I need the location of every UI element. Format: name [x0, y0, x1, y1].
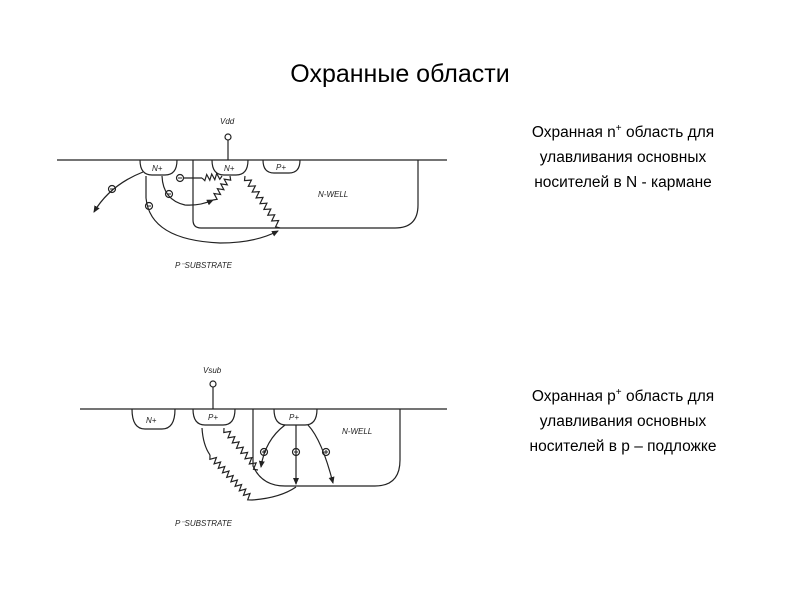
- electron-icon: [164, 189, 174, 199]
- region-label: N+: [146, 416, 157, 425]
- region-label: P+: [289, 413, 299, 422]
- caption-text: область для: [621, 388, 715, 405]
- substrate-label: P⁻SUBSTRATE: [175, 519, 233, 528]
- resistance-zigzag: [201, 171, 223, 182]
- p-guard-ring-diagram: Vsub N+ P+ P+ N-WELL P⁻SUBSTRATE: [80, 366, 447, 528]
- substrate-label: P⁻SUBSTRATE: [175, 261, 233, 270]
- caption-line: носителей в p – подложке: [529, 438, 717, 455]
- hole-icon: [291, 447, 301, 457]
- resistance-zigzag: [223, 427, 259, 471]
- caption-sup: +: [615, 123, 622, 134]
- well-label: N-WELL: [318, 190, 348, 199]
- resistance-zigzag: [212, 175, 232, 201]
- region-label: P+: [208, 413, 218, 422]
- caption-line: Охранная n+ область для: [488, 120, 758, 145]
- n-plus-region: [139, 159, 178, 176]
- caption-line: носителей в N - кармане: [534, 174, 712, 191]
- electron-icon: [107, 184, 117, 194]
- region-label: N+: [224, 164, 235, 173]
- carrier-path: [201, 427, 211, 456]
- carrier-path: [251, 486, 297, 501]
- well-label: N-WELL: [342, 427, 372, 436]
- n-well-boundary: [252, 409, 401, 487]
- hole-carriers: [259, 447, 331, 457]
- n-plus-guard-region: [211, 159, 249, 176]
- terminal-icon: [224, 133, 232, 141]
- caption-text: область для: [621, 124, 715, 141]
- region-label: N+: [152, 164, 163, 173]
- electron-icon: [175, 173, 185, 183]
- resistance-zigzag: [243, 175, 281, 229]
- hole-path: [258, 424, 286, 468]
- slide-title: Охранные области: [290, 60, 510, 88]
- caption-text: Охранная n: [531, 124, 616, 141]
- caption-p-guard-ring: Охранная p+ область для улавливания осно…: [488, 384, 758, 459]
- caption-n-guard-ring: Охранная n+ область для улавливания осно…: [488, 120, 758, 195]
- electron-icon: [144, 201, 154, 211]
- supply-label: Vdd: [220, 117, 235, 126]
- resistance-zigzag: [209, 454, 253, 501]
- n-well-boundary: [192, 160, 419, 229]
- hole-icon: [259, 447, 269, 457]
- caption-line: улавливания основных: [539, 413, 707, 430]
- caption-line: Охранная p+ область для: [488, 384, 758, 409]
- hole-path: [307, 424, 335, 484]
- caption-text: Охранная p: [531, 388, 616, 405]
- terminal-icon: [209, 380, 217, 388]
- n-plus-region: [131, 408, 176, 430]
- p-plus-guard-region: [192, 408, 236, 426]
- region-label: P+: [276, 163, 286, 172]
- hole-icon: [321, 447, 331, 457]
- collected-carrier-path: [145, 176, 279, 244]
- electron-carriers: [107, 173, 185, 211]
- n-guard-ring-diagram: Vdd N+ N+ P+ N-WELL P⁻SUBSTRATE: [57, 117, 447, 270]
- caption-line: улавливания основных: [539, 149, 707, 166]
- caption-sup: +: [615, 387, 622, 398]
- p-plus-region: [262, 159, 301, 174]
- supply-label: Vsub: [203, 366, 222, 375]
- escaping-carrier-path: [93, 171, 144, 213]
- collected-carrier-path: [161, 175, 214, 206]
